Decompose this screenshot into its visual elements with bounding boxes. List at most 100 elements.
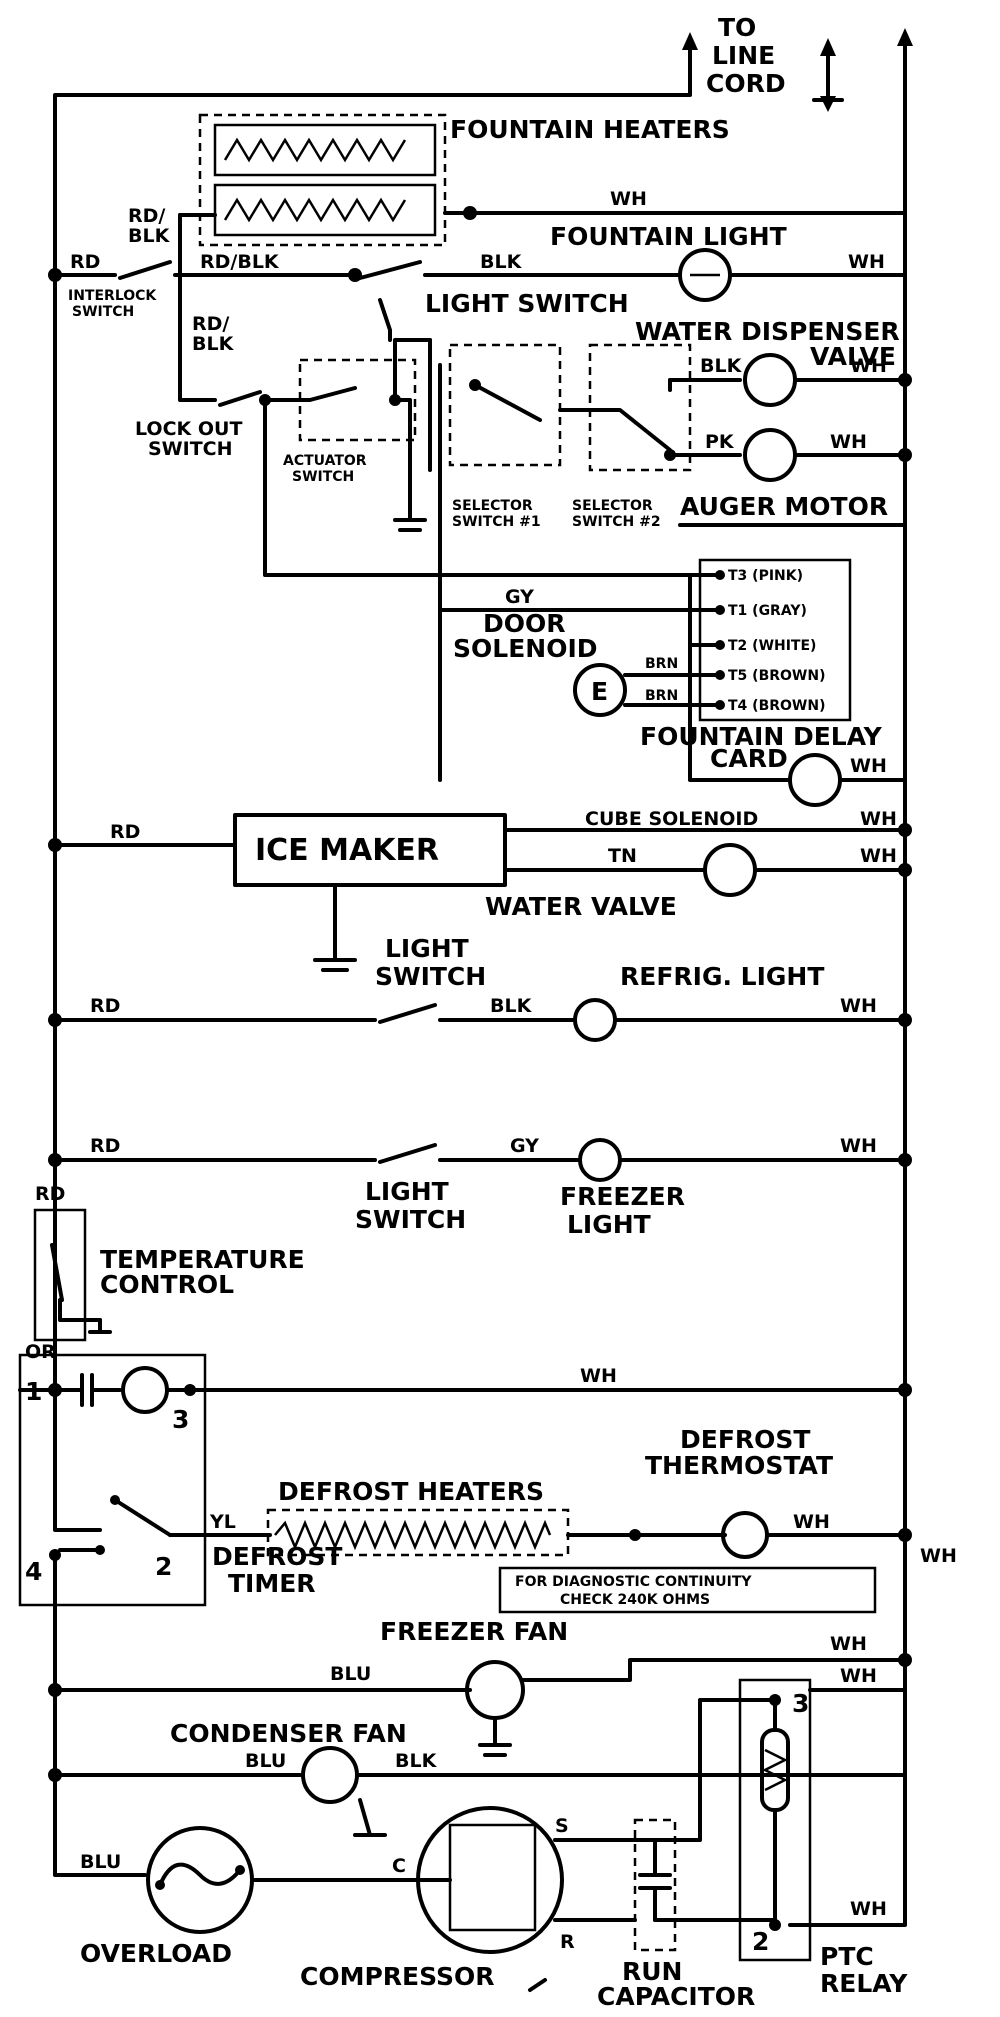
card-terminal-1: T3 (PINK) (728, 568, 803, 584)
overload-label: OVERLOAD (80, 1939, 232, 1968)
comp-pin-s: S (555, 1815, 569, 1837)
selector-switch-1 (438, 343, 562, 782)
fountain-light-label: FOUNTAIN LIGHT (550, 222, 787, 251)
defrost-timer (18, 1353, 912, 1607)
actuator-switch (263, 338, 432, 532)
wire-gy-freezer: GY (510, 1135, 539, 1157)
ice-maker-label: ICE MAKER (255, 833, 439, 868)
water-dispenser-valve-icon (743, 353, 797, 407)
water-valve-icon (703, 843, 757, 897)
wire-rd-refrig: RD (90, 995, 120, 1017)
defrost-heaters-label: DEFROST HEATERS (278, 1477, 544, 1506)
ptc-relay-box (738, 1678, 812, 1962)
auger-motor-label: AUGER MOTOR (680, 492, 888, 521)
wire-wh-card: WH (850, 755, 887, 777)
comp-pin-r: R (560, 1931, 575, 1953)
wire-gy-card: GY (505, 586, 534, 608)
selector-switch-2 (558, 343, 692, 472)
timer-motor-icon (121, 1366, 169, 1414)
wire-blk-dispenser: BLK (700, 355, 743, 377)
wire-brn-1: BRN (645, 656, 678, 672)
wire-wh-refrig: WH (840, 995, 877, 1017)
wire-wh-freezer-fan: WH (830, 1633, 867, 1655)
card-terminal-5: T4 (BROWN) (728, 698, 825, 714)
fountain-heaters-label: FOUNTAIN HEATERS (450, 115, 730, 144)
comp-pin-c: C (392, 1855, 406, 1877)
cube-solenoid-label: CUBE SOLENOID (585, 808, 758, 830)
ice-maker-box (233, 813, 507, 887)
wire-blu-condenser: BLU (245, 1750, 286, 1772)
fountain-heaters (198, 113, 447, 247)
timer-pin-2: 2 (155, 1552, 172, 1581)
defrost-thermostat-icon (721, 1511, 769, 1559)
ptc-pin-3: 3 (792, 1689, 809, 1718)
wire-blu-overload: BLU (80, 1851, 121, 1873)
water-valve-label: WATER VALVE (485, 892, 677, 921)
wire-wh-freezer: WH (840, 1135, 877, 1157)
card-terminal-3: T2 (WHITE) (728, 638, 816, 654)
refrig-light-icon (573, 998, 617, 1042)
run-capacitor-box (633, 1818, 677, 1952)
wire-brn-2: BRN (645, 688, 678, 704)
wire-wh-valve: WH (860, 845, 897, 867)
wire-blk-condenser: BLK (395, 1750, 438, 1772)
wire-wh-ptc-2: WH (850, 1898, 887, 1920)
wire-rd-blk-1: RD/BLK (200, 251, 280, 273)
freezer-light-icon (578, 1138, 622, 1182)
interlock-switch (48, 213, 182, 282)
wire-wh-side: WH (920, 1545, 957, 1567)
wire-blu-freezer-fan: BLU (330, 1663, 371, 1685)
auger-motor-icon (743, 428, 797, 482)
compressor-label: COMPRESSOR (300, 1962, 495, 1991)
wire-tn: TN (608, 845, 637, 867)
condenser-fan-icon (301, 1746, 359, 1804)
wire-rd-blk-2: RD/BLK (192, 313, 235, 355)
wire-rd-ice: RD (110, 821, 140, 843)
light-switch-1-label: LIGHT SWITCH (425, 289, 629, 318)
lock-out-switch (218, 390, 692, 577)
wire-wh-heater: WH (610, 188, 647, 210)
temperature-control (33, 1208, 112, 1342)
ptc-pin-2: 2 (752, 1927, 769, 1956)
wire-rd-1: RD (70, 251, 100, 273)
compressor-icon (416, 1806, 564, 1954)
wire-wh-timer: WH (580, 1365, 617, 1387)
timer-pin-4: 4 (25, 1557, 42, 1586)
wire-pk-auger: PK (705, 431, 735, 453)
power-rails (53, 28, 913, 1682)
wire-wh-cube: WH (860, 808, 897, 830)
wire-wh-dispenser: WH (850, 355, 887, 377)
defrost-heaters-box (266, 1508, 570, 1557)
condenser-fan-label: CONDENSER FAN (170, 1719, 407, 1748)
freezer-fan-icon (465, 1660, 525, 1720)
card-terminal-4: T5 (BROWN) (728, 668, 825, 684)
svg-text:E: E (591, 677, 608, 706)
wire-wh-ptc-1: WH (840, 1665, 877, 1687)
wire-rd-blk-heater: RD/BLK (128, 205, 171, 247)
timer-pin-1: 1 (25, 1377, 42, 1406)
refrig-light-label: REFRIG. LIGHT (620, 962, 824, 991)
wire-blk-1: BLK (480, 251, 523, 273)
wire-rd-freezer: RD (90, 1135, 120, 1157)
wire-rd-temp: RD (35, 1183, 65, 1205)
freezer-fan-label: FREEZER FAN (380, 1617, 568, 1646)
diagnostic-note-box (498, 1566, 877, 1614)
